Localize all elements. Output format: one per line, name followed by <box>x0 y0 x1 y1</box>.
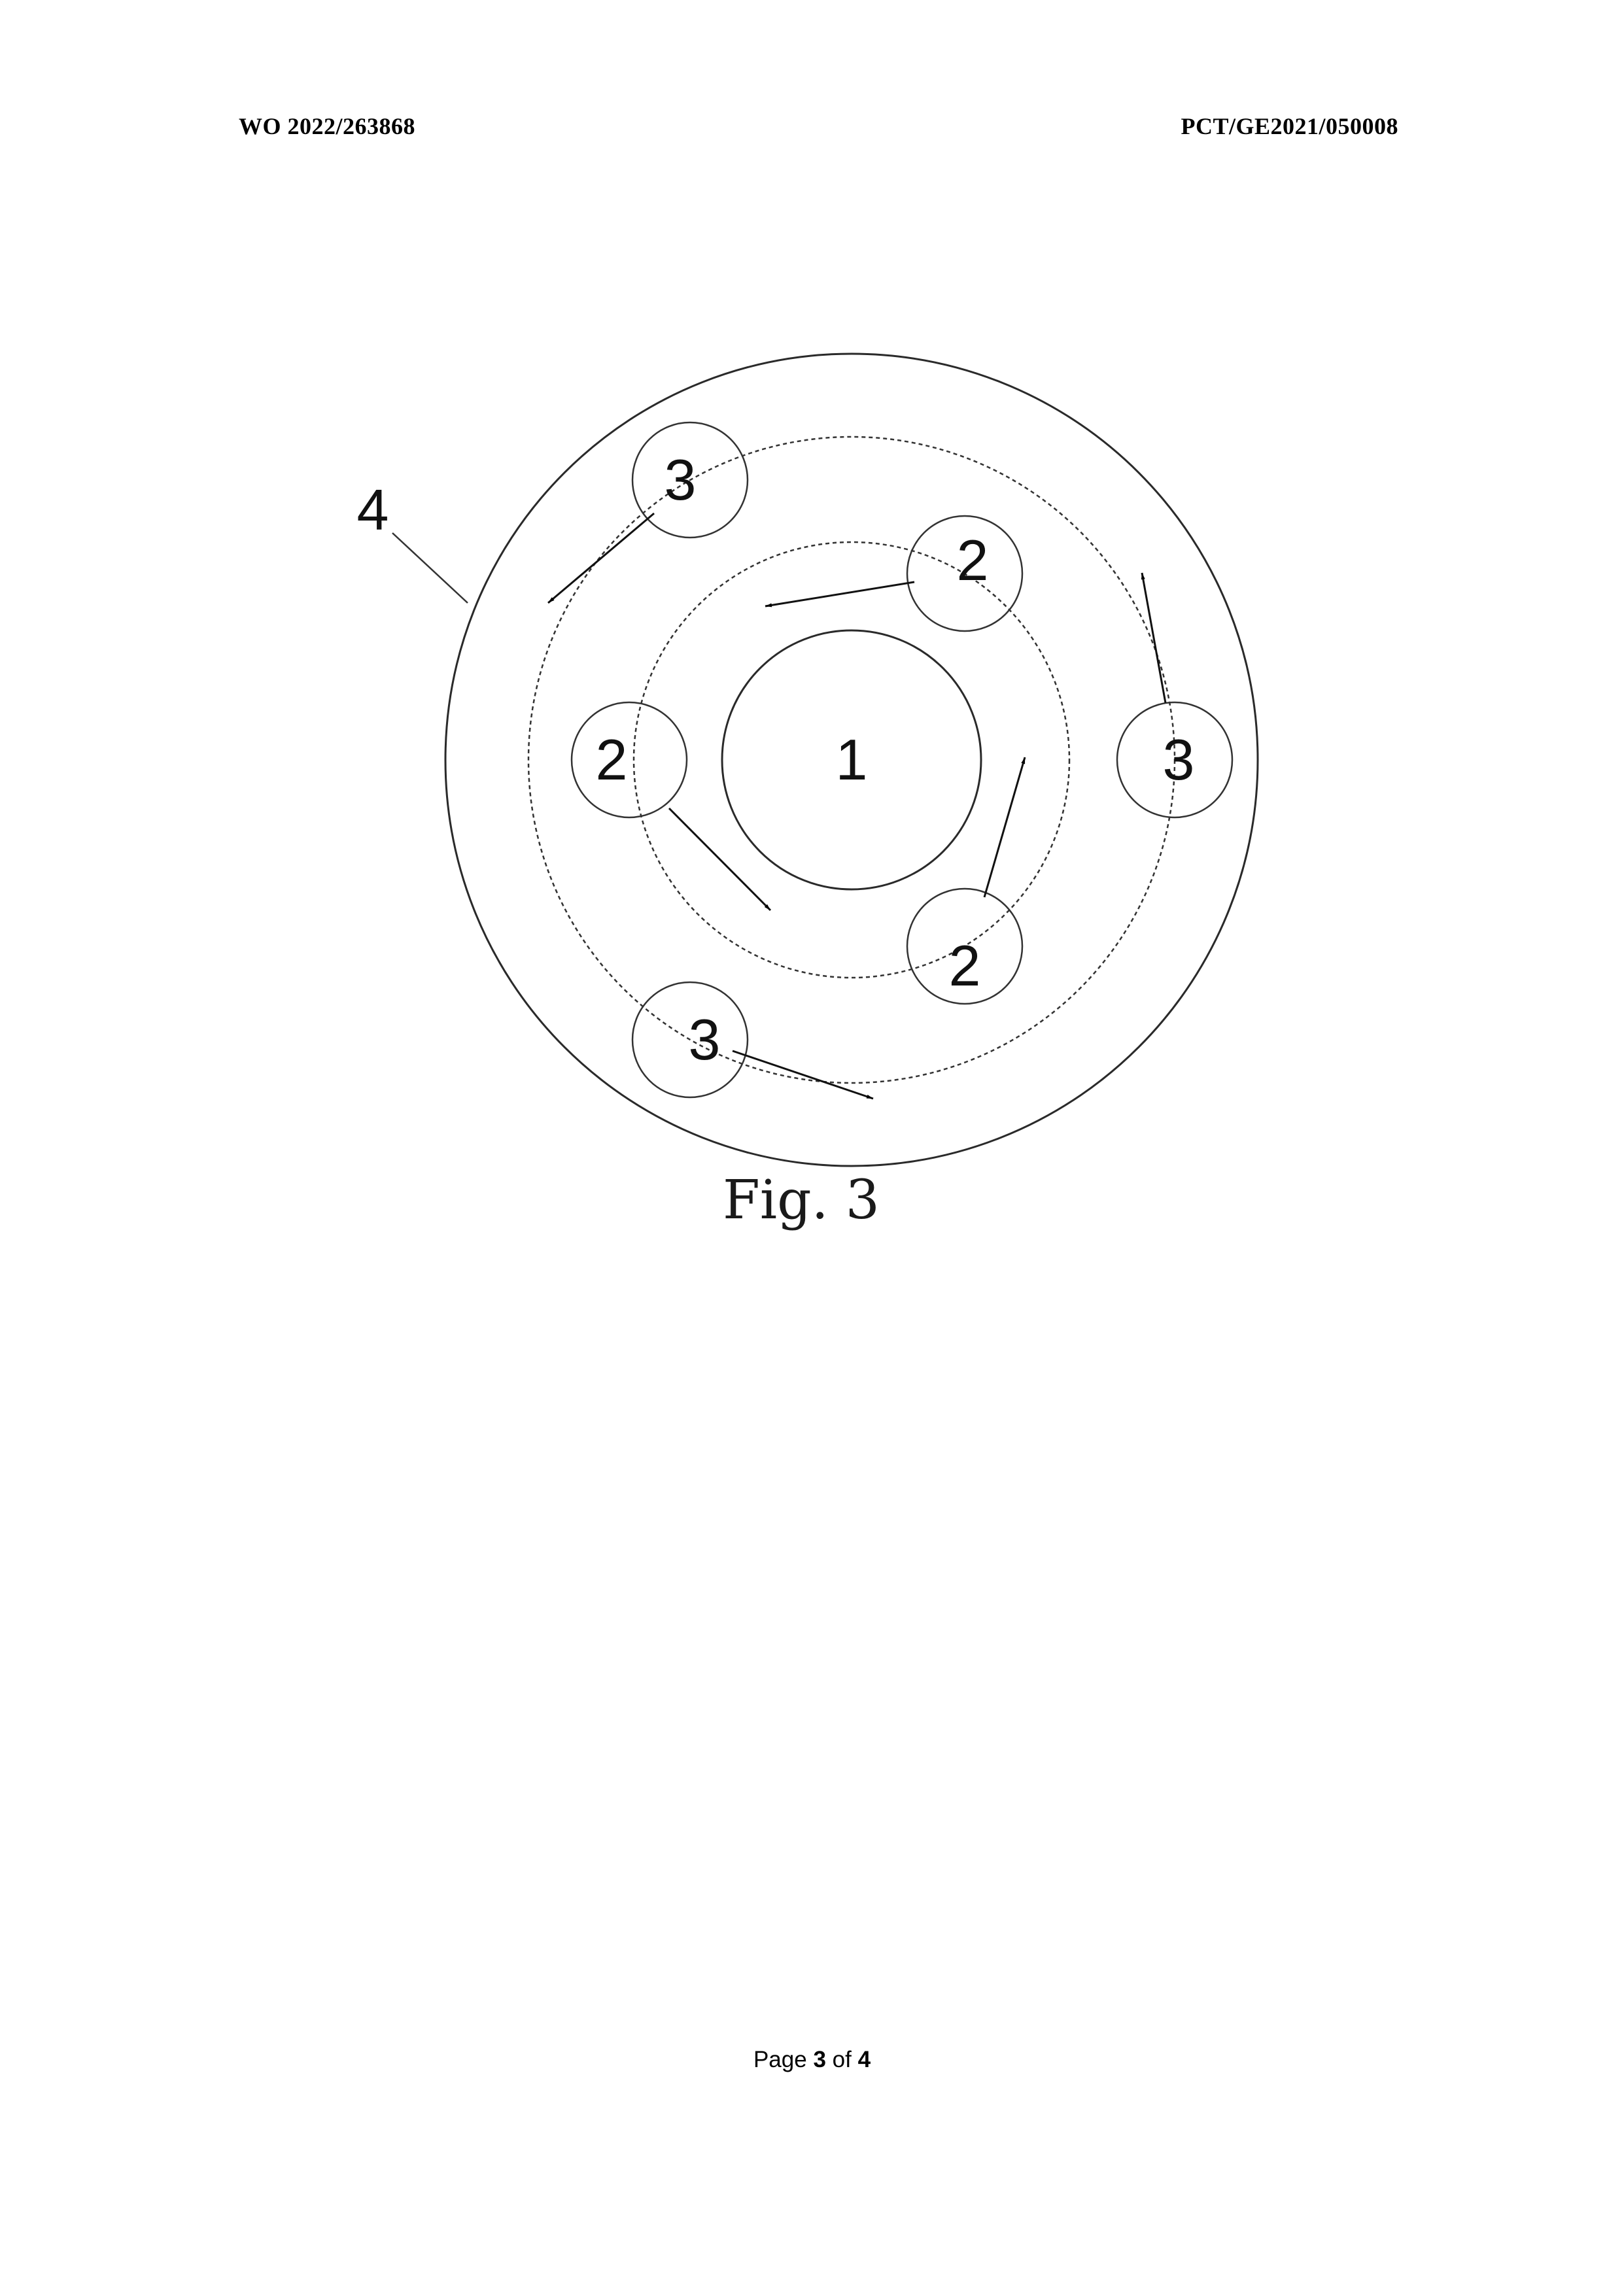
label-inner-left: 2 <box>596 727 628 792</box>
inner-body-bottom <box>906 887 1024 1005</box>
footer-page-total: 4 <box>857 2047 871 2072</box>
application-number: PCT/GE2021/050008 <box>1181 113 1398 139</box>
label-center: 1 <box>836 727 868 792</box>
label-inner-bottom: 2 <box>949 933 981 998</box>
outer-orbit <box>527 436 1176 1084</box>
outer-body-bottom-left <box>631 981 749 1099</box>
arrow-outer-right <box>1141 572 1167 704</box>
label-inner-top: 2 <box>957 528 989 592</box>
label-outer-top-left: 3 <box>665 447 697 512</box>
arrow-outer-top-left <box>547 512 655 604</box>
housing-leader-line <box>392 532 468 604</box>
inner-body-left <box>570 701 688 819</box>
figure-caption: Fig. 3 <box>723 1169 880 1231</box>
label-outer-bottom-left: 3 <box>689 1007 721 1072</box>
inner-body-top <box>906 515 1024 632</box>
footer-of-word: of <box>832 2047 852 2072</box>
arrow-inner-bottom <box>983 757 1026 898</box>
arrow-inner-left <box>668 807 772 912</box>
publication-number: WO 2022/263868 <box>239 113 416 139</box>
housing-circle <box>444 352 1259 1167</box>
arrow-inner-top <box>765 581 915 608</box>
footer-page-word: Page <box>753 2047 807 2072</box>
outer-body-right <box>1116 701 1234 819</box>
label-outer-right: 3 <box>1163 727 1195 792</box>
label-housing: 4 <box>357 477 389 542</box>
central-body <box>721 629 982 891</box>
inner-orbit <box>632 541 1071 979</box>
arrow-outer-bottom <box>732 1050 874 1100</box>
page-footer: Page 3 of 4 <box>0 2047 1624 2073</box>
footer-page-current: 3 <box>813 2047 826 2072</box>
outer-body-top-left <box>631 421 749 539</box>
